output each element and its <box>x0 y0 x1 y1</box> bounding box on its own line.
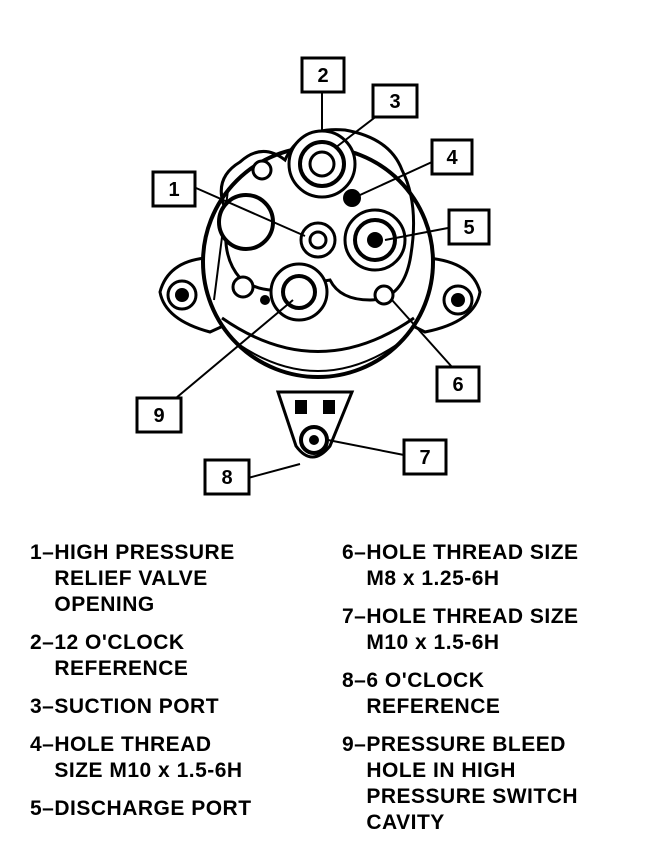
legend-number: 3– <box>30 695 55 718</box>
callout-1: 1 <box>151 170 197 208</box>
lower-left-bolt <box>231 275 255 299</box>
upper-left-bolt <box>251 159 273 181</box>
legend-number: 9– <box>342 733 367 756</box>
legend-item-9: 9– PRESSURE BLEED HOLE IN HIGH PRESSURE … <box>342 732 662 836</box>
legend-number: 6– <box>342 541 367 564</box>
thread-hole-m10-upper <box>343 189 361 207</box>
leader-line-8 <box>247 463 301 479</box>
legend-item-1: 1– HIGH PRESSURE RELIEF VALVE OPENING <box>30 540 330 618</box>
relief-valve-opening <box>217 193 275 251</box>
center-fitting-bore <box>308 230 328 250</box>
callout-9-label: 9 <box>153 405 164 427</box>
body-rim-2 <box>237 343 399 372</box>
legend-number: 1– <box>30 541 55 564</box>
legend-number: 7– <box>342 605 367 628</box>
callout-2-label: 2 <box>317 65 328 87</box>
callout-8: 8 <box>203 458 251 496</box>
left-ear-hole-center <box>175 288 189 302</box>
callout-1-label: 1 <box>168 179 179 201</box>
leader-line-3 <box>334 114 379 149</box>
legend-right-column: 6– HOLE THREAD SIZE M8 x 1.25-6H 7– HOLE… <box>342 540 662 842</box>
six-oclock-hole-center <box>309 435 319 445</box>
legend-number: 8– <box>342 669 367 692</box>
lower-left-pin <box>260 295 270 305</box>
callout-5: 5 <box>447 208 491 246</box>
bracket-slot-left <box>295 400 307 414</box>
discharge-port-center <box>367 232 383 248</box>
callout-7: 7 <box>402 438 448 476</box>
pressure-bleed-hole <box>281 274 317 310</box>
legend-left-column: 1– HIGH PRESSURE RELIEF VALVE OPENING 2–… <box>30 540 330 834</box>
callout-4-label: 4 <box>446 147 458 169</box>
legend-text: DISCHARGE PORT <box>54 797 252 820</box>
callout-6-label: 6 <box>452 374 463 396</box>
legend-item-2: 2– 12 O'CLOCK REFERENCE <box>30 630 330 682</box>
legend-number: 4– <box>30 733 55 756</box>
legend-text: HOLE THREAD SIZE M10 x 1.5-6H <box>54 733 243 782</box>
callout-5-label: 5 <box>463 217 474 239</box>
callout-4: 4 <box>430 138 474 176</box>
callout-7-label: 7 <box>419 447 430 469</box>
legend-item-8: 8– 6 O'CLOCK REFERENCE <box>342 668 662 720</box>
legend-item-7: 7– HOLE THREAD SIZE M10 x 1.5-6H <box>342 604 662 656</box>
leader-line-1 <box>195 187 306 237</box>
legend-item-6: 6– HOLE THREAD SIZE M8 x 1.25-6H <box>342 540 662 592</box>
legend-text: 6 O'CLOCK REFERENCE <box>366 669 501 718</box>
bracket-slot-right <box>323 400 335 414</box>
leader-line-5 <box>384 227 449 241</box>
legend-text: 12 O'CLOCK REFERENCE <box>54 631 189 680</box>
legend-text: HOLE THREAD SIZE M10 x 1.5-6H <box>366 605 579 654</box>
legend-text: SUCTION PORT <box>54 695 220 718</box>
callout-3: 3 <box>371 83 419 119</box>
callout-3-label: 3 <box>389 91 400 113</box>
leader-line-7 <box>327 439 405 456</box>
suction-port-bore <box>308 150 336 178</box>
leader-line-4 <box>359 161 433 196</box>
callout-9: 9 <box>135 396 183 434</box>
legend-item-3: 3– SUCTION PORT <box>30 694 330 720</box>
legend-text: HOLE THREAD SIZE M8 x 1.25-6H <box>366 541 579 590</box>
thread-hole-m8 <box>373 284 395 306</box>
leader-line-6 <box>391 299 453 368</box>
legend-number: 2– <box>30 631 55 654</box>
callout-2: 2 <box>300 56 346 94</box>
compressor-diagram: 1 2 3 4 5 6 7 8 9 <box>135 56 491 496</box>
callout-6: 6 <box>435 365 481 403</box>
leader-line-9 <box>175 299 294 399</box>
callout-8-label: 8 <box>221 467 232 489</box>
legend-number: 5– <box>30 797 55 820</box>
legend-text: HIGH PRESSURE RELIEF VALVE OPENING <box>54 541 235 616</box>
legend-text: PRESSURE BLEED HOLE IN HIGH PRESSURE SWI… <box>366 733 579 834</box>
body-rim-1 <box>221 316 415 353</box>
legend-item-4: 4– HOLE THREAD SIZE M10 x 1.5-6H <box>30 732 330 784</box>
legend-item-5: 5– DISCHARGE PORT <box>30 796 330 822</box>
right-ear-hole-center <box>451 293 465 307</box>
